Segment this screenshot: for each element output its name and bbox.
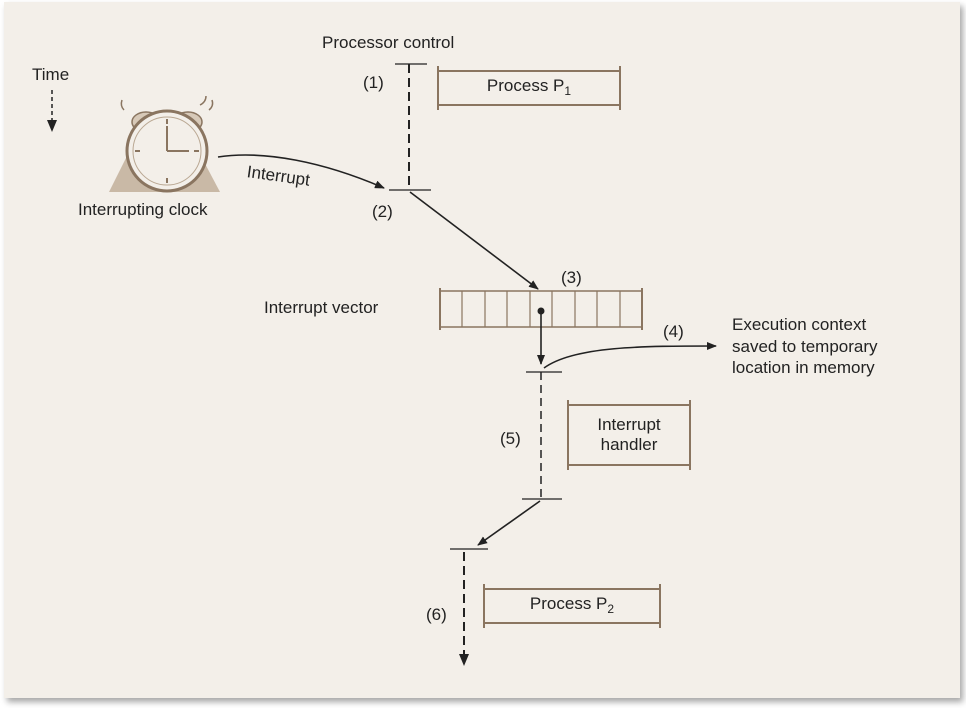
interrupt-handler-line-1: Interrupt <box>597 415 661 434</box>
interrupt-handler-box: Interrupt handler <box>567 400 691 470</box>
process-p2-box: Process P2 <box>483 584 661 628</box>
step-2-label: (2) <box>372 202 393 221</box>
control-line-step-6 <box>450 548 488 666</box>
step-5-label: (5) <box>500 429 521 448</box>
alarm-clock-icon <box>109 95 220 193</box>
interrupt-handler-line-2: handler <box>600 435 658 454</box>
process-p2-label: Process P2 <box>529 593 615 616</box>
arrow-to-p2 <box>477 500 541 546</box>
step-3-label: (3) <box>561 268 582 287</box>
interrupt-arrow <box>217 154 385 189</box>
step-1-label: (1) <box>363 73 384 92</box>
process-p1-box: Process P1 <box>437 66 621 110</box>
execution-context-line-3: location in memory <box>732 358 875 377</box>
step-4-label: (4) <box>663 322 684 341</box>
arrow-to-vector <box>409 191 539 290</box>
control-line-step-5 <box>522 371 562 500</box>
execution-context-line-2: saved to temporary <box>732 337 878 356</box>
execution-context-line-1: Execution context <box>732 315 867 334</box>
control-line-step-1 <box>389 63 431 191</box>
diagram-page: Time Processor control (1) Process P1 In… <box>4 2 960 698</box>
processor-control-label: Processor control <box>322 33 455 52</box>
time-label: Time <box>32 65 70 84</box>
vector-pointer <box>537 307 545 365</box>
diagram-lines <box>47 63 717 666</box>
step-6-label: (6) <box>426 605 447 624</box>
context-save-arrow <box>543 342 717 369</box>
time-arrow <box>47 90 57 132</box>
process-p1-label: Process P1 <box>486 75 572 98</box>
interrupt-vector-label: Interrupt vector <box>264 298 379 317</box>
interrupting-clock-label: Interrupting clock <box>78 200 208 219</box>
